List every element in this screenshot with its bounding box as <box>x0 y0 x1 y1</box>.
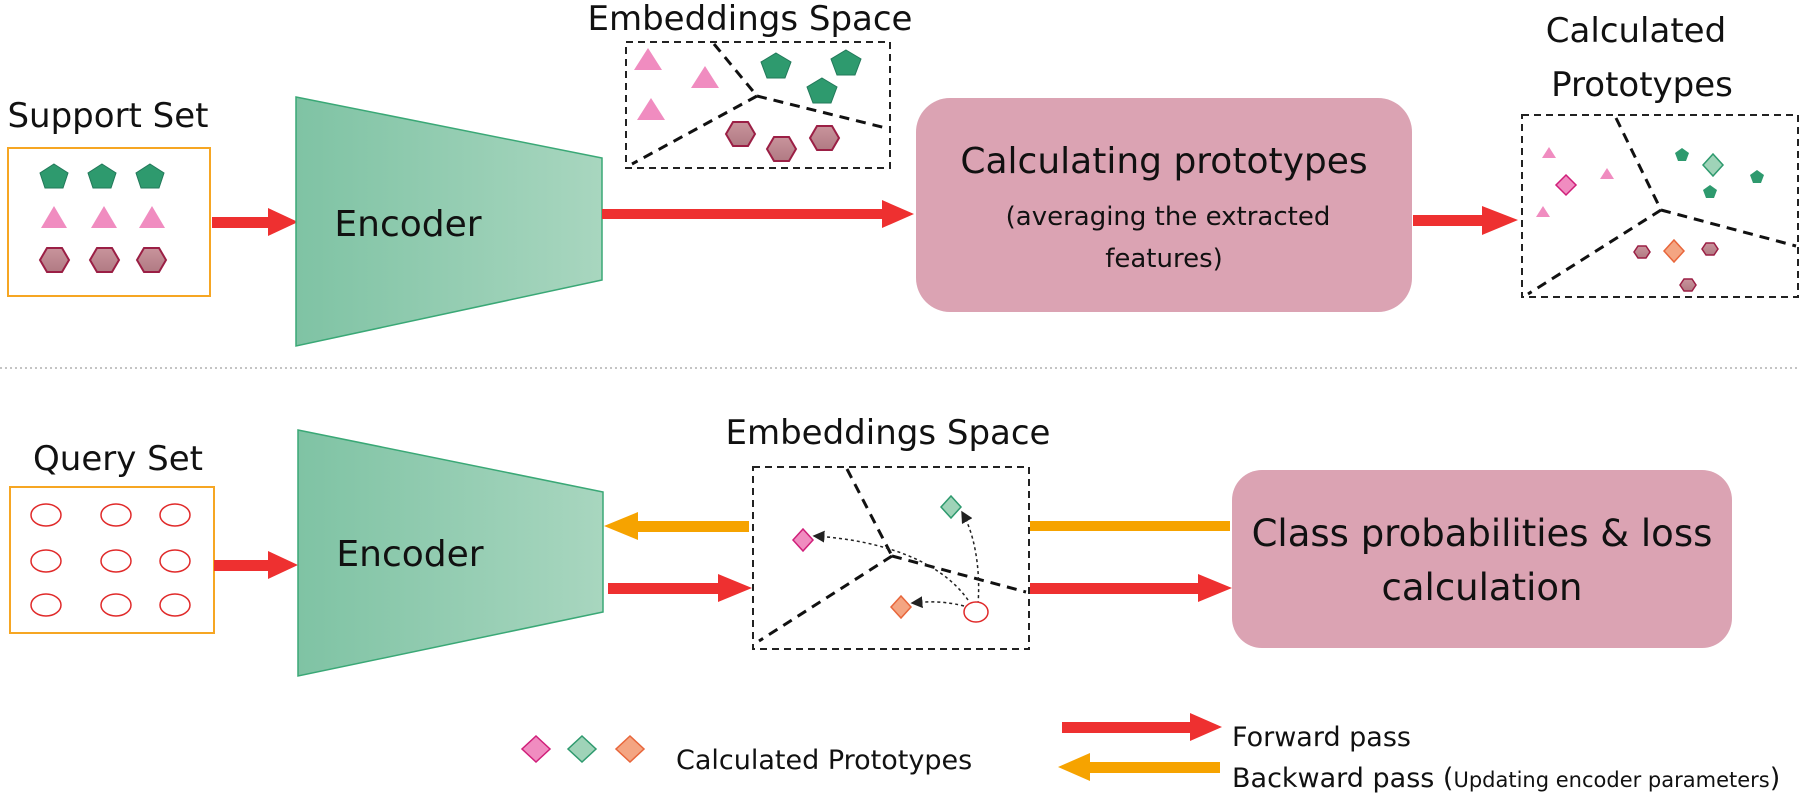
query-sample-icon <box>30 503 62 527</box>
hexagon-icon <box>1701 242 1719 256</box>
query-set-box <box>9 486 215 634</box>
triangle-icon <box>1600 168 1614 179</box>
query-sample-icon <box>159 593 191 617</box>
calculating-prototypes-box <box>916 98 1412 312</box>
class-probabilities-box <box>1232 470 1732 648</box>
backward-arrow-line <box>1030 521 1230 531</box>
encoder-block <box>295 96 603 347</box>
encoder-label: Encoder <box>334 204 481 245</box>
query-sample-icon <box>30 549 62 573</box>
calculated-prototypes-shapes <box>1536 147 1764 292</box>
support-set-label: Support Set <box>7 96 208 136</box>
triangle-icon <box>41 206 67 228</box>
query-sample-icon <box>100 503 132 527</box>
embeddings-space-shapes <box>791 494 989 623</box>
hexagon-icon <box>808 125 841 151</box>
forward-arrow <box>214 551 298 579</box>
forward-arrow <box>1030 574 1232 602</box>
legend-backward-label: Backward pass (Updating encoder paramete… <box>1232 763 1780 794</box>
query-sample-icon <box>963 601 989 623</box>
hexagon-icon <box>724 121 757 147</box>
pink-prototype-icon <box>1554 173 1578 197</box>
hexagon-icon <box>135 247 168 273</box>
hexagon-icon <box>1679 278 1697 292</box>
legend-forward-arrow <box>1062 713 1222 741</box>
orange-prototype-icon <box>1662 238 1686 264</box>
embeddings-space-box <box>625 41 891 169</box>
query-sample-icon <box>30 593 62 617</box>
hexagon-icon <box>1633 245 1651 259</box>
support-set-box <box>7 147 211 297</box>
legend-backward-close: ) <box>1770 763 1781 794</box>
legend-backward-arrow <box>1058 753 1220 781</box>
triangle-icon <box>1536 206 1550 217</box>
calculated-prototypes-label: Calculated <box>1546 11 1726 51</box>
query-set-samples <box>30 503 191 617</box>
calculated-prototypes-boundaries <box>1527 117 1797 296</box>
query-sample-icon <box>100 593 132 617</box>
hexagon-icon <box>765 136 798 162</box>
calculated-prototypes-box <box>1521 114 1799 298</box>
pentagon-icon <box>1703 185 1717 198</box>
green-prototype-icon <box>939 494 963 520</box>
pentagon-icon <box>806 77 838 104</box>
forward-arrow <box>212 208 298 236</box>
backward-arrow <box>604 512 749 540</box>
class-probabilities-label: calculation <box>1382 566 1583 609</box>
triangle-icon <box>1542 147 1556 158</box>
support-set-shapes <box>38 163 168 273</box>
query-sample-icon <box>100 549 132 573</box>
calculated-prototypes-label: Prototypes <box>1551 65 1733 105</box>
legend-backward-main: Backward pass ( <box>1232 763 1453 794</box>
pentagon-icon <box>1675 148 1689 161</box>
class-probabilities-label: Class probabilities & loss <box>1252 512 1713 555</box>
embeddings-space-label: Embeddings Space <box>588 0 913 39</box>
encoder-block <box>297 429 604 677</box>
triangle-icon <box>637 98 665 120</box>
pink-prototype-icon <box>520 734 552 764</box>
query-sample-icon <box>159 503 191 527</box>
triangle-icon <box>139 206 165 228</box>
pentagon-icon <box>830 49 862 76</box>
green-prototype-icon <box>566 734 598 764</box>
legend-backward-detail: Updating encoder parameters <box>1453 768 1769 792</box>
forward-arrow <box>608 574 752 602</box>
legend: Calculated Prototypes Forward pass Backw… <box>520 713 1780 794</box>
hexagon-icon <box>88 247 121 273</box>
embeddings-space-label: Embeddings Space <box>726 413 1051 453</box>
forward-arrow <box>602 200 914 228</box>
query-sample-icon <box>159 549 191 573</box>
legend-prototypes-label: Calculated Prototypes <box>676 745 972 776</box>
query-set-label: Query Set <box>33 439 203 479</box>
embeddings-space-distance-arrows <box>812 510 980 609</box>
calculating-prototypes-title: Calculating prototypes <box>960 141 1367 182</box>
legend-forward-label: Forward pass <box>1232 722 1411 753</box>
embeddings-space-box <box>752 466 1030 650</box>
pentagon-icon <box>87 163 117 189</box>
calculating-prototypes-subtitle: (averaging the extracted <box>1006 202 1331 232</box>
pentagon-icon <box>760 52 792 79</box>
orange-prototype-icon <box>614 734 646 764</box>
pentagon-icon <box>135 163 165 189</box>
embeddings-space-boundaries <box>758 468 1027 643</box>
triangle-icon <box>634 48 662 70</box>
encoder-label: Encoder <box>336 534 483 575</box>
calculating-prototypes-subtitle: features) <box>1105 244 1223 274</box>
green-prototype-icon <box>1701 152 1725 178</box>
embeddings-space-boundaries <box>631 43 887 166</box>
forward-arrow <box>1413 206 1518 235</box>
orange-prototype-icon <box>889 594 913 620</box>
triangle-icon <box>691 66 719 88</box>
embeddings-space-shapes <box>634 48 862 162</box>
pink-prototype-icon <box>791 527 815 553</box>
hexagon-icon <box>38 247 71 273</box>
pentagon-icon <box>39 163 69 189</box>
triangle-icon <box>91 206 117 228</box>
pentagon-icon <box>1750 170 1764 183</box>
